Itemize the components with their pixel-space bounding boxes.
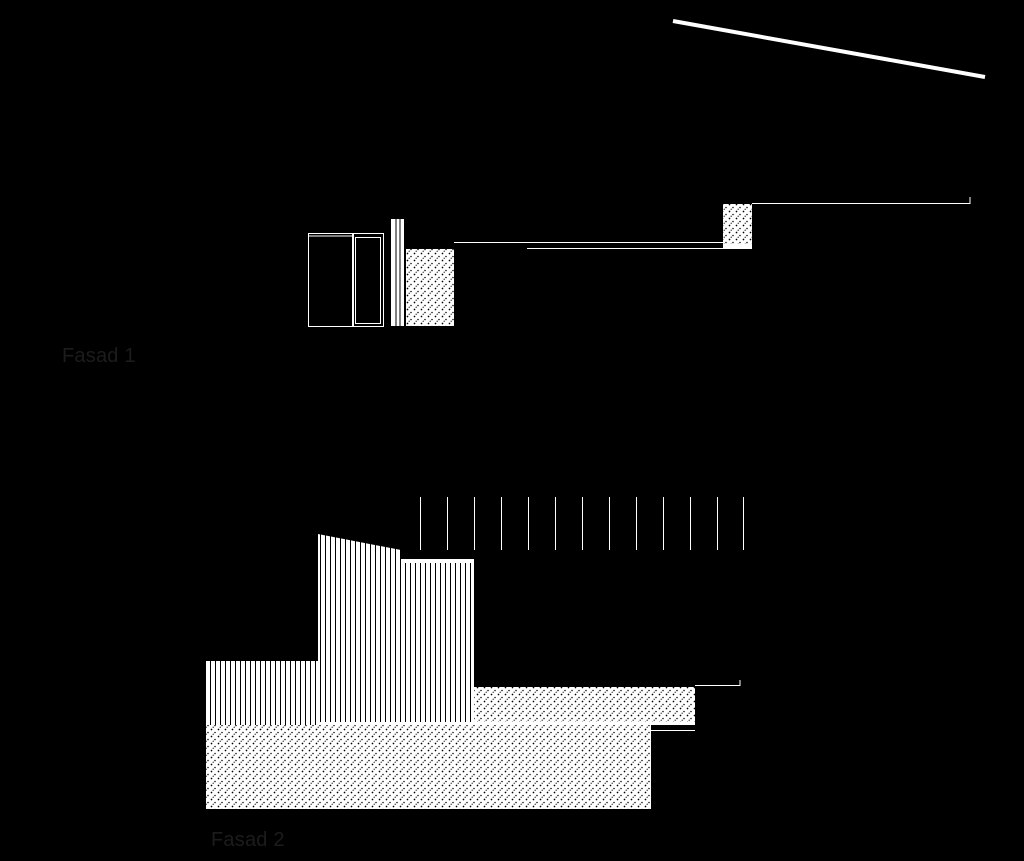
concrete-foundation	[206, 725, 651, 809]
concrete-terrace	[474, 687, 695, 723]
facade-1-label: Fasad 1	[62, 345, 136, 367]
tall-wooden-volume	[318, 534, 474, 724]
block-base	[723, 244, 752, 248]
terrace-plinth	[318, 722, 695, 725]
roof-edge	[401, 559, 474, 563]
concrete-block-right	[723, 204, 752, 244]
door-frame	[308, 233, 354, 327]
door-inner	[355, 237, 381, 324]
railing	[420, 497, 744, 550]
roof-line	[672, 19, 986, 79]
concrete-block-left	[406, 249, 454, 326]
door	[352, 233, 384, 327]
facade-2-label: Fasad 2	[211, 829, 285, 851]
facade-2-drawing	[206, 497, 744, 809]
low-wooden-wall	[206, 661, 318, 725]
facade-1-drawing	[308, 19, 986, 327]
column	[391, 219, 404, 326]
